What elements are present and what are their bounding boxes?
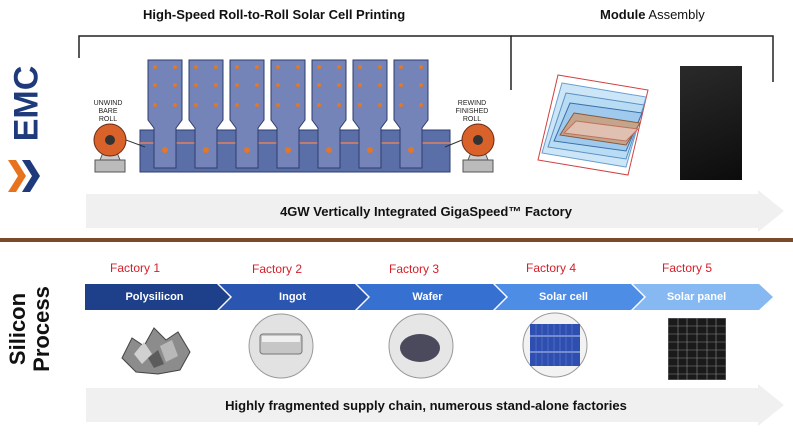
side-title-line1: Silicon xyxy=(5,292,30,366)
rewind-label-line3: ROLL xyxy=(462,116,482,123)
chevron-solar-cell xyxy=(495,284,644,310)
emc-logo-text: EMC xyxy=(7,65,46,142)
step-label-solar-panel: Solar panel xyxy=(666,291,727,303)
chain-banner-arrow xyxy=(86,384,784,426)
chevron-solar-panel xyxy=(633,284,773,310)
module-assembly-title: Module Assembly xyxy=(600,7,705,22)
exploded-module-image xyxy=(537,74,649,176)
chevron-polysilicon xyxy=(85,284,230,310)
finished-module-image xyxy=(680,66,742,180)
chevron-wafer xyxy=(357,284,506,310)
rewind-roll xyxy=(444,123,495,173)
factory-label-4: Factory 4 xyxy=(525,261,576,275)
ingot-image xyxy=(248,313,314,379)
factory-label-1: Factory 1 xyxy=(109,261,160,275)
module-title-bold: Module xyxy=(600,7,646,22)
unwind-roll xyxy=(93,123,146,173)
solar-panel-image xyxy=(668,318,726,380)
unwind-label: UNWIND BARE ROLL xyxy=(88,100,128,124)
solar-cell-image xyxy=(522,312,588,378)
roll-to-roll-press-diagram xyxy=(93,59,495,173)
wafer-image xyxy=(388,313,454,379)
side-title-line2: Process xyxy=(29,286,54,372)
polysilicon-image xyxy=(121,327,191,375)
printing-title: High-Speed Roll-to-Roll Solar Cell Print… xyxy=(143,7,406,22)
emc-logo: EMC xyxy=(0,40,52,200)
step-label-ingot: Ingot xyxy=(279,291,306,303)
step-label-wafer: Wafer xyxy=(412,291,443,303)
section-bracket xyxy=(78,35,774,90)
section-divider xyxy=(0,238,793,242)
unwind-label-line3: ROLL xyxy=(98,116,118,123)
step-label-solar-cell: Solar cell xyxy=(539,291,588,303)
chain-banner-text: Highly fragmented supply chain, numerous… xyxy=(225,397,627,413)
unwind-label-line2: BARE xyxy=(98,108,118,115)
factory-label-2: Factory 2 xyxy=(251,262,302,276)
chevron-ingot xyxy=(219,284,368,310)
step-label-polysilicon: Polysilicon xyxy=(125,291,184,303)
rewind-label: REWIND FINISHED ROLL xyxy=(450,100,494,124)
rewind-label-line2: FINISHED xyxy=(455,108,489,115)
factory-label-5: Factory 5 xyxy=(661,261,712,275)
factory-label-3: Factory 3 xyxy=(388,262,439,276)
process-chevron-bar xyxy=(85,284,773,310)
module-title-rest: Assembly xyxy=(645,7,705,22)
factory-banner-text: 4GW Vertically Integrated GigaSpeed™ Fac… xyxy=(280,203,572,219)
rewind-label-line1: REWIND xyxy=(457,100,487,107)
emc-logo-mark-icon xyxy=(8,160,40,192)
factory-banner-arrow xyxy=(86,190,784,232)
silicon-process-title: Silicon Process xyxy=(5,274,54,384)
unwind-label-line1: UNWIND xyxy=(93,100,123,107)
